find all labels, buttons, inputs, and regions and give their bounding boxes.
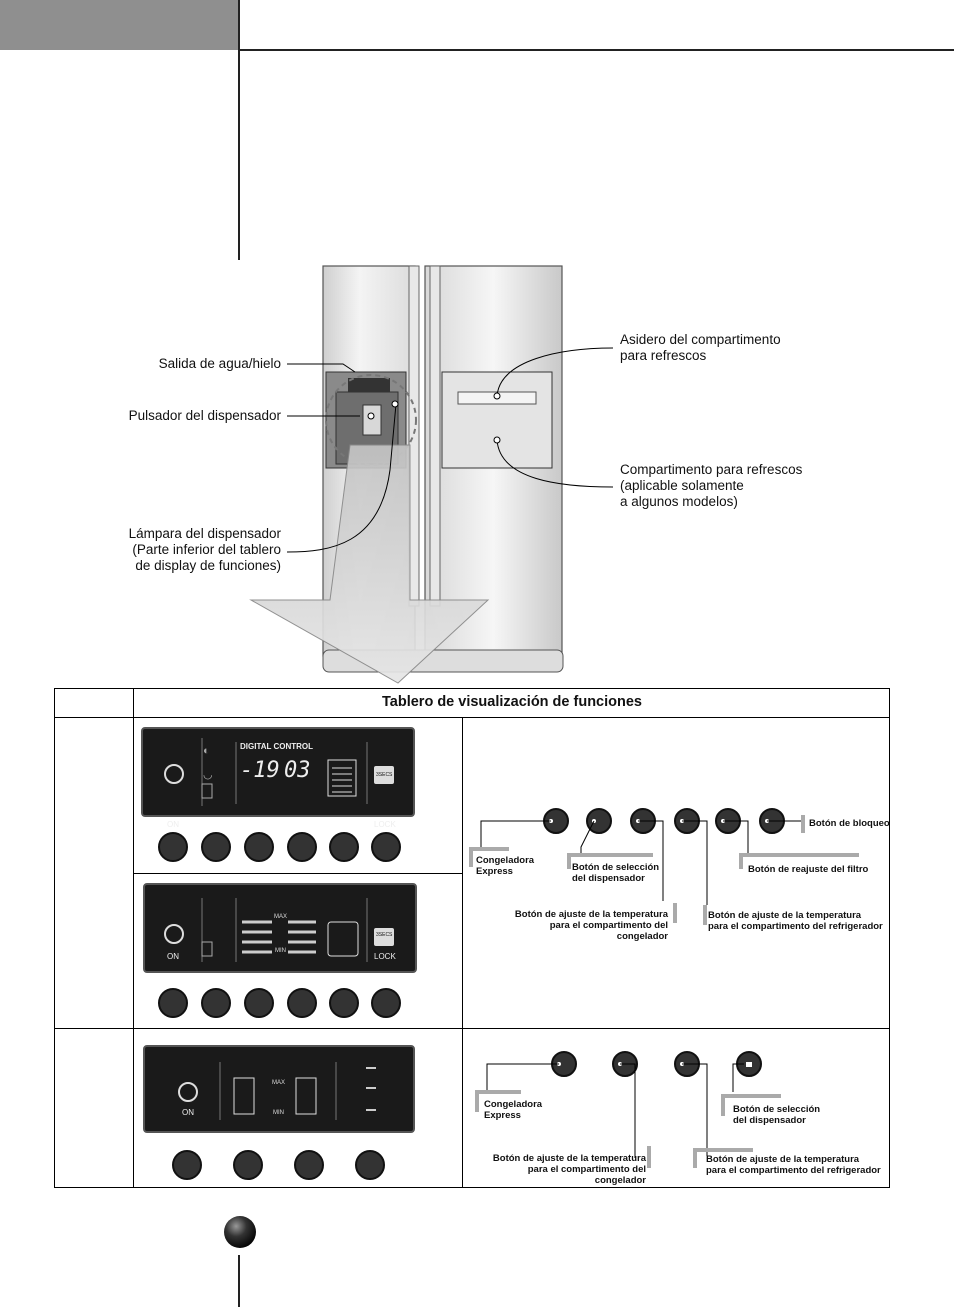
panel-1-fridge-temp: 03 [284,758,311,783]
legend-1-filter-reset: Botón de reajuste del filtro [748,864,869,875]
legend-2-dispenser-select: Botón de selección del dispensador [733,1104,821,1126]
refrigerator-illustration [249,265,614,684]
panel-1-lock-badge: 3SECS [376,772,393,778]
page-marker-icon [224,1216,256,1248]
legend-1-fridge-temp: Botón de ajuste de la temperatura para e… [708,910,883,932]
panel-2-lock-badge: 3SECS [376,932,393,938]
refresh-handle-label: Asidero del compartimento para refrescos [620,332,781,363]
water-ice-outlet-label: Salida de agua/hielo [158,356,281,371]
panel-2-lock: LOCK [374,952,396,961]
panel-2-min: MIN [275,948,286,954]
display-panel-2 [143,883,417,1018]
margin-rule-bottom [238,1255,240,1307]
dispenser-button-label: Pulsador del dispensador [128,408,281,423]
legend-2-diagram [475,1051,781,1168]
legend-1-dispenser-select: Botón de selección del dispensador [572,862,660,884]
panel-1-on: ON [167,820,179,829]
legend-1-express-freezer: Congeladora Express [476,855,535,877]
legend-2-freezer-temp: Botón de ajuste de la temperatura para e… [492,1153,646,1186]
function-table-frame [54,688,890,1188]
panel-3-max: MAX [272,1080,286,1086]
panel-3-buttons [172,1150,385,1180]
panel-3-on: ON [182,1108,194,1117]
panel-1-freezer-temp: -19 [240,758,280,783]
dispenser-lamp-label: Lámpara del dispensador (Parte inferior … [128,526,281,573]
header-tab [0,0,239,50]
legend-1-freezer-temp: Botón de ajuste de la temperatura para e… [514,909,668,942]
refresh-compartment-label: Compartimento para refrescos (aplicable … [620,462,803,509]
legend-1-lock-button: Botón de bloqueo [809,818,890,829]
display-panel-1: ◐ ◡ [141,727,415,862]
legend-2-express-freezer: Congeladora Express [484,1099,543,1121]
panel-1-lock: LOCK [374,820,396,829]
display-panel-3 [143,1045,415,1180]
svg-text:◐: ◐ [203,745,210,757]
table-title: Tablero de visualización de funciones [382,694,642,710]
panel-2-buttons [158,988,401,1018]
margin-rule [238,0,240,260]
panel-2-max: MAX [274,914,288,920]
legend-2-fridge-temp: Botón de ajuste de la temperatura para e… [706,1154,881,1176]
panel-2-on: ON [167,952,179,961]
header-rule [239,49,954,51]
panel-1-buttons [158,832,401,862]
legend-1-diagram [469,808,859,925]
svg-text:◡: ◡ [203,769,213,781]
panel-1-digital-control: DIGITAL CONTROL [240,742,314,751]
panel-3-min: MIN [273,1110,284,1116]
